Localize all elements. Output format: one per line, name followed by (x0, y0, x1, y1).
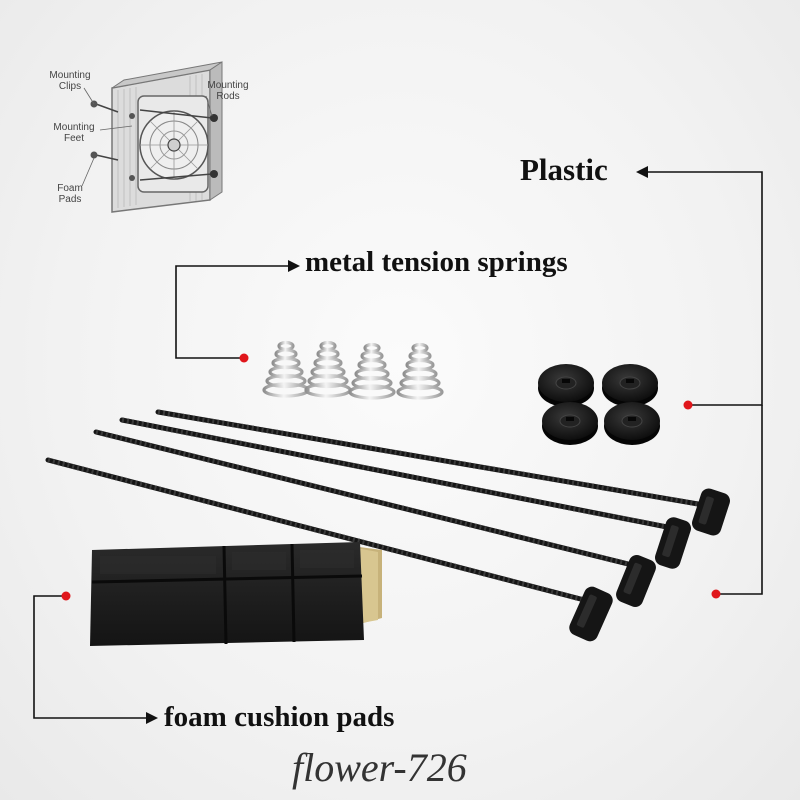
mounting-rods (45, 409, 730, 642)
diagram-label-pads: Foam Pads (57, 183, 83, 205)
diagram-label-feet: Mounting Feet (53, 122, 95, 144)
metal-tension-springs (262, 340, 444, 400)
callout-line-plastic (646, 171, 763, 406)
watermark: flower-726 (292, 745, 467, 790)
disc-1 (538, 364, 594, 407)
diagram-label-rods: Mounting Rods (207, 80, 249, 102)
rod-4 (45, 457, 613, 642)
spring-1 (262, 340, 310, 398)
plastic-discs (538, 364, 660, 445)
disc-3 (542, 402, 598, 445)
radiator-illustration (90, 61, 223, 213)
spring-4 (396, 342, 444, 400)
rod-3 (93, 429, 656, 608)
label-plastic: Plastic (520, 152, 608, 187)
rod-1 (155, 409, 730, 536)
disc-2 (602, 364, 658, 407)
callout-arrowheads (146, 166, 648, 724)
foam-cushion-pads (90, 542, 382, 646)
rod-2 (119, 417, 692, 569)
spring-2 (304, 340, 352, 398)
callout-line-foam (33, 595, 148, 719)
label-metal-tension-springs: metal tension springs (305, 246, 568, 278)
label-foam-cushion-pads: foam cushion pads (164, 701, 395, 733)
callout-lines (33, 171, 763, 719)
callout-line-springs (175, 265, 290, 359)
diagram-label-clips: Mounting Clips (49, 70, 91, 92)
disc-4 (604, 402, 660, 445)
callout-dots (61, 353, 721, 601)
spring-3 (348, 342, 396, 400)
